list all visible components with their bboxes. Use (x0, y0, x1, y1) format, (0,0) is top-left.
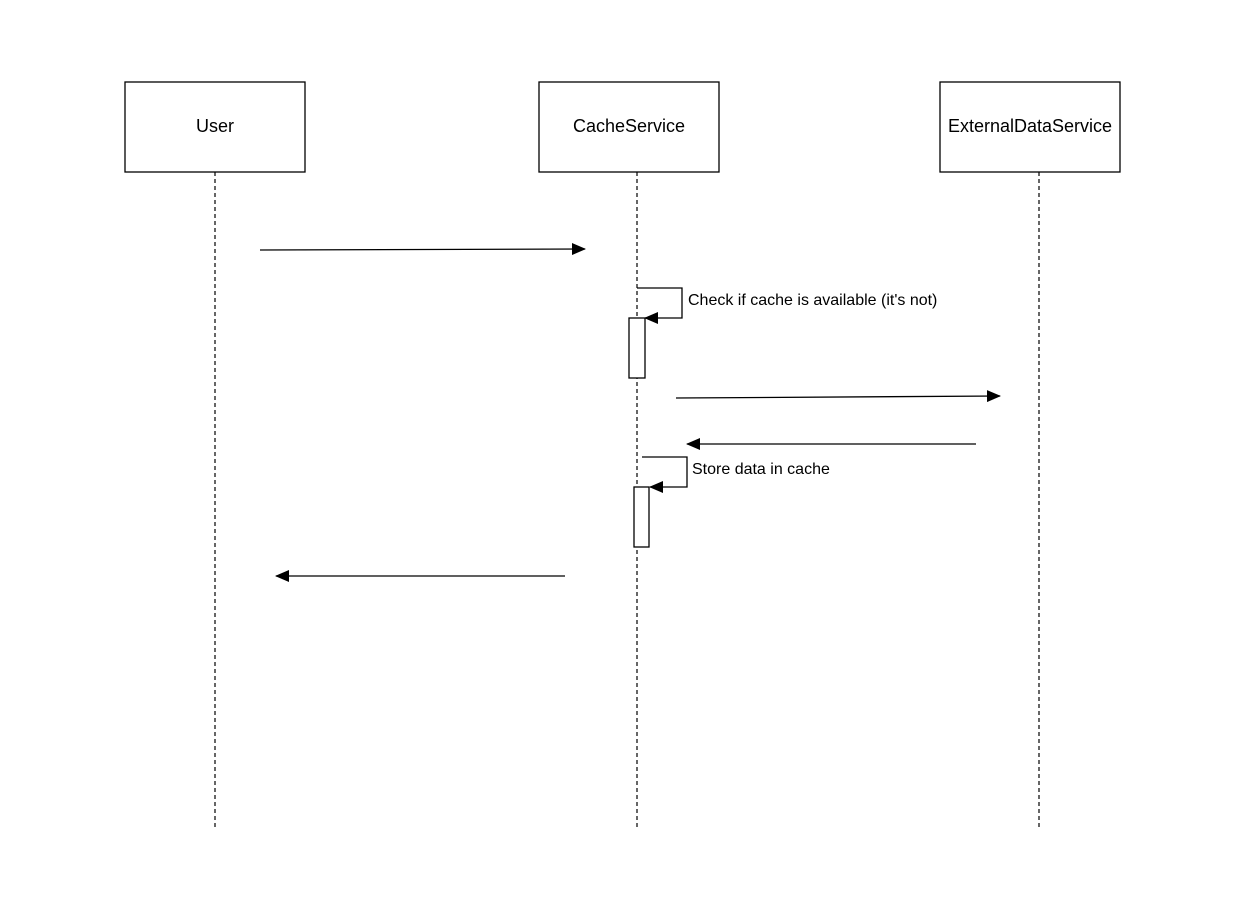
participant-external-data-service: ExternalDataService (939, 81, 1121, 828)
self-message-arrow (642, 456, 688, 493)
self-message-label: Check if cache is available (it's not) (688, 292, 937, 309)
participant-label: CacheService (573, 116, 685, 136)
participant-box (939, 81, 1121, 173)
participant-box (124, 81, 306, 173)
self-message-arrow (637, 287, 683, 324)
participant-label: User (196, 116, 234, 136)
participant-user: User (124, 81, 306, 828)
message-arrow-user-to-cache (259, 243, 586, 256)
participant-label: ExternalDataService (948, 116, 1112, 136)
self-message-store-cache: Store data in cache (642, 456, 830, 493)
self-message-label: Store data in cache (692, 461, 830, 478)
participant-box (538, 81, 720, 173)
activation-box (633, 486, 650, 548)
participant-cache-service: CacheService (538, 81, 720, 828)
activation-box (628, 317, 646, 379)
message-arrow-cache-to-external (675, 390, 1001, 403)
self-message-check-cache: Check if cache is available (it's not) (637, 287, 937, 324)
